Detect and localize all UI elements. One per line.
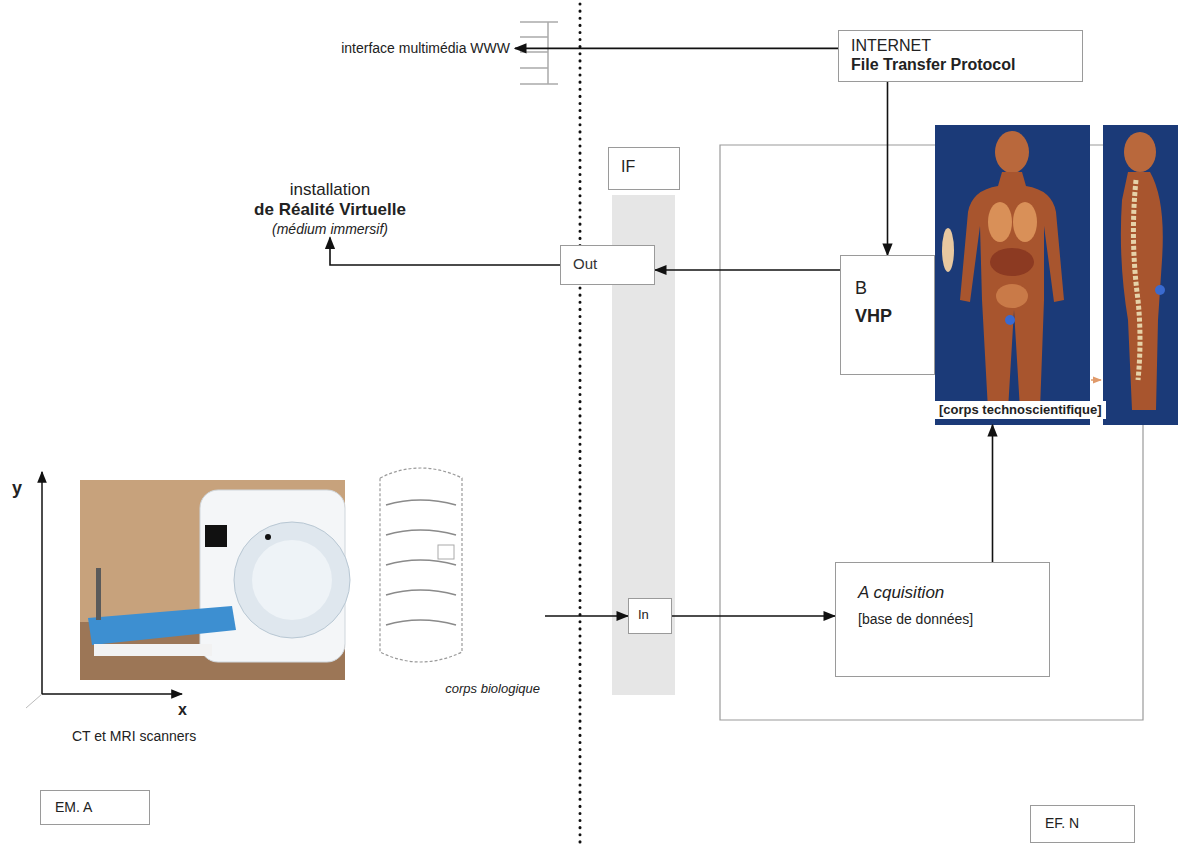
flow-arrow: [655, 269, 840, 271]
body-image-front: [935, 125, 1090, 425]
node-text: A cquisition: [858, 583, 1027, 603]
scanner-bore: [234, 522, 350, 638]
output-port: Out: [560, 245, 655, 285]
acquisition-box: A cquisition [base de données]: [835, 562, 1050, 677]
node-text: INTERNET: [851, 36, 1070, 55]
corner-tag: EF. N: [1030, 805, 1135, 843]
node-text: [base de données]: [858, 611, 1027, 628]
image-arrow: [1091, 379, 1101, 381]
body-organ: [1155, 285, 1165, 295]
x-axis: [42, 693, 182, 695]
node-text: File Transfer Protocol: [851, 55, 1070, 74]
interface-icon: [520, 22, 558, 84]
input-port: In: [628, 598, 672, 634]
flow-arrow: [545, 615, 628, 617]
body-organ: [988, 202, 1012, 242]
scanner-panel: [205, 525, 227, 547]
node-text: VHP: [855, 306, 920, 328]
corner-tag: EM. A: [40, 790, 150, 825]
dotted-separator: [579, 4, 582, 845]
node-text: de Réalité Virtuelle: [250, 200, 410, 220]
vhp-box: B VHP: [840, 255, 935, 375]
node-text: EM. A: [55, 799, 135, 816]
y-axis: [41, 472, 43, 694]
node-text: IF: [621, 157, 667, 176]
body-highlight: [942, 228, 954, 272]
body-head: [995, 131, 1029, 173]
body-scan-sketch: [380, 468, 462, 662]
scanner-body: [200, 490, 345, 662]
node-text: (médium immersif): [250, 221, 410, 238]
photo-wall: [80, 480, 345, 680]
z-axis: [26, 694, 42, 708]
flow-arrow: [672, 615, 835, 617]
flow-arrow: [992, 425, 994, 562]
network-box: INTERNETFile Transfer Protocol: [838, 30, 1083, 82]
body-head: [1124, 132, 1156, 172]
node-text: In: [638, 607, 662, 623]
body-silhouette: [960, 172, 1064, 410]
vr-installation: installationde Réalité Virtuelle(médium …: [250, 180, 410, 238]
node-text: corps biologique: [445, 681, 540, 697]
node-text: B: [855, 278, 920, 300]
flow-arrow: [887, 82, 889, 255]
node-text: EF. N: [1045, 815, 1120, 832]
scanner-stand: [96, 568, 101, 620]
body-organ: [996, 284, 1028, 308]
node-text: installation: [250, 180, 410, 200]
interface-node: interface multimédia WWW: [225, 40, 515, 57]
scan-marker: [438, 545, 454, 559]
node-text: interface multimédia WWW: [225, 40, 510, 57]
image-panel: [corps technoscientifique]: [935, 125, 1180, 425]
body-organ: [1005, 315, 1015, 325]
axis-label: x: [178, 700, 187, 719]
axis-label: y: [12, 478, 22, 500]
image-caption: [corps technoscientifique]: [935, 401, 1106, 419]
spine: [1133, 180, 1140, 380]
biological-body: corps biologique: [375, 455, 545, 705]
flow-arrow: [330, 238, 560, 265]
body-organ: [1013, 202, 1037, 242]
body-image-side: [1103, 125, 1178, 425]
flow-arrow: [515, 48, 838, 50]
body-organ: [990, 248, 1034, 276]
figure-caption: CT et MRI scanners: [72, 728, 196, 745]
scanner-table: [88, 606, 236, 645]
scan-slices: [386, 500, 456, 625]
scanner-dot: [265, 534, 271, 540]
scanner-bore-inner: [252, 540, 332, 620]
node-text: Out: [573, 255, 642, 273]
interface-tag: IF: [608, 147, 680, 190]
scanner-base: [94, 644, 212, 656]
